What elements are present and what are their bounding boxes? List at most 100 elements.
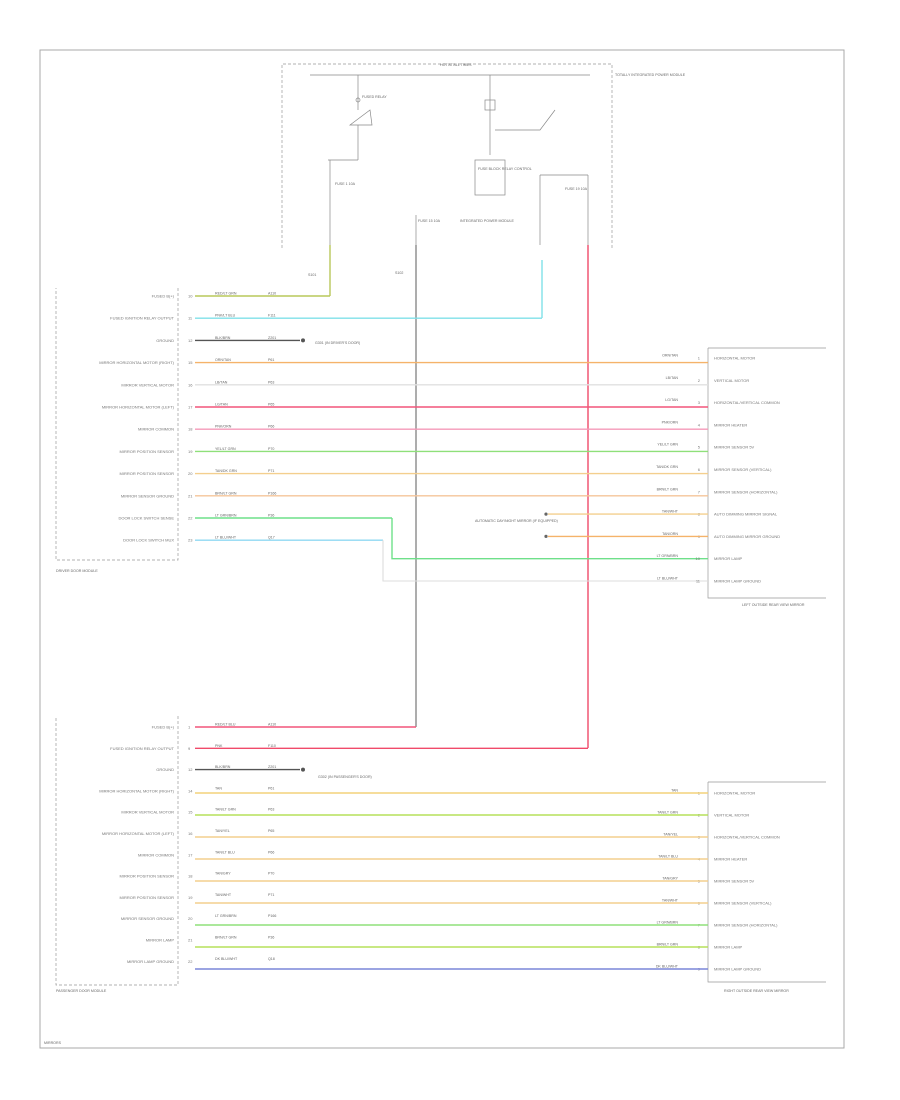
driver-mirror-pin-label: VERTICAL MOTOR	[714, 378, 749, 383]
passenger-wire-circuit: F110	[268, 744, 276, 748]
fuse-box-internals	[328, 75, 589, 245]
passenger-pin-label: MIRROR VERTICAL MOTOR	[121, 810, 174, 815]
passenger-mirror-wire-code: LT GRN/BRN	[657, 921, 679, 925]
passenger-mirror-pin-label: MIRROR SENSOR 5V	[714, 879, 755, 884]
driver-mirror-pin-label: AUTO DIMMING MIRROR SIGNAL	[714, 512, 778, 517]
driver-mirror-wire-code: TAN/WHT	[662, 510, 679, 514]
passenger-wire-circuit: P71	[268, 893, 274, 897]
driver-pin-label: MIRROR HORIZONTAL MOTOR (LEFT)	[102, 405, 175, 410]
driver-mirror-pin-label: AUTO DIMMING MIRROR GROUND	[714, 534, 780, 539]
driver-wire-lamp-ground	[382, 540, 708, 582]
driver-mirror-pin-number: 10	[696, 556, 701, 561]
passenger-pin-label: MIRROR COMMON	[138, 852, 174, 857]
driver-wire-code: ORN/TAN	[215, 358, 231, 362]
driver-wire-circuit: P65	[268, 403, 274, 407]
driver-pin-label: MIRROR COMMON	[138, 427, 174, 432]
fuse-box-module-label: FUSE BLOCK RELAY CONTROL	[478, 167, 532, 171]
passenger-pin-label: FUSED IGNITION RELAY OUTPUT	[110, 746, 174, 751]
driver-mirror-pin-label: HORIZONTAL/VERTICAL COMMON	[714, 400, 780, 405]
passenger-mirror-wire-code: TAN/WHT	[662, 899, 679, 903]
driver-wire-code: LG/TAN	[215, 403, 228, 407]
driver-mirror-pin-number: 11	[696, 579, 701, 584]
connector-icon	[544, 512, 548, 516]
driver-mirror-wire-code: BRN/LT GRN	[657, 487, 679, 491]
driver-wire-code: BLK/BRN	[215, 336, 231, 340]
driver-mirror-wire-code: ORN/TAN	[662, 354, 678, 358]
passenger-mirror-pin-label: MIRROR SENSOR (HORIZONTAL)	[714, 923, 778, 928]
driver-wire-circuit: P166	[268, 491, 276, 495]
passenger-mirror-wire-code: TAN/YEL	[663, 833, 678, 837]
passenger-pin-number: 19	[188, 895, 193, 900]
driver-wire-code: LB/TAN	[215, 380, 228, 384]
driver-mirror-wire-code: TAN/DK GRN	[656, 465, 678, 469]
passenger-mirror-wire-code: TAN	[671, 789, 678, 793]
driver-wire-circuit: P63	[268, 380, 274, 384]
passenger-pin-number: 20	[188, 916, 193, 921]
driver-wire-code: YEL/LT GRN	[215, 447, 236, 451]
driver-wire-code: BRN/LT GRN	[215, 491, 237, 495]
driver-pin-label: FUSED IGNITION RELAY OUTPUT	[110, 316, 174, 321]
driver-pin-number: 19	[188, 449, 193, 454]
relay-label: FUSED RELAY	[362, 95, 387, 99]
driver-wire-circuit: P36	[268, 514, 274, 518]
passenger-wire-code: TAN/GRY	[215, 872, 231, 876]
driver-mirror-pin-number: 5	[698, 445, 701, 450]
passenger-mirror-wire-code: DK BLU/WHT	[656, 965, 679, 969]
driver-module-name: DRIVER DOOR MODULE	[56, 569, 98, 573]
passenger-wire-code: BRN/LT GRN	[215, 936, 237, 940]
fuse-box-label: TOTALLY INTEGRATED POWER MODULE	[615, 73, 686, 77]
driver-mirror-pin-number: 4	[698, 422, 701, 427]
passenger-wire-code: RED/LT BLU	[215, 723, 236, 727]
passenger-mirror-pin-label: MIRROR LAMP GROUND	[714, 967, 761, 972]
passenger-wire-code: TAN/YEL	[215, 829, 230, 833]
driver-module-box	[55, 288, 179, 561]
passenger-mirror-wire-code: BRN/LT GRN	[657, 943, 679, 947]
driver-wire-code: LT BLU/WHT	[215, 536, 237, 540]
passenger-mirror-name: RIGHT OUTSIDE REAR VIEW MIRROR	[724, 989, 789, 993]
driver-mirror-pin-number: 2	[698, 378, 701, 383]
passenger-pin-number: 22	[188, 959, 193, 964]
driver-pin-label: MIRROR HORIZONTAL MOTOR (RIGHT)	[99, 360, 174, 365]
driver-pin-number: 23	[188, 538, 193, 543]
driver-mirror-pin-number: 1	[698, 356, 701, 361]
passenger-wire-code: TAN/LT BLU	[215, 850, 235, 854]
driver-mirror-wire-code: YEL/LT GRN	[657, 443, 678, 447]
passenger-pin-label: MIRROR POSITION SENSOR	[120, 874, 175, 879]
ground-label-driver: G301 (IN DRIVER'S DOOR)	[315, 341, 360, 345]
passenger-mirror-pin-label: MIRROR SENSOR (VERTICAL)	[714, 901, 772, 906]
passenger-pin-number: 12	[188, 767, 193, 772]
driver-mirror-pin-number: 6	[698, 467, 701, 472]
driver-mirror-name: LEFT OUTSIDE REAR VIEW MIRROR	[742, 603, 805, 607]
driver-pin-number: 20	[188, 471, 193, 476]
driver-wire-lamp	[391, 518, 708, 560]
passenger-pin-label: MIRROR LAMP	[146, 938, 175, 943]
passenger-wire-circuit: P70	[268, 872, 274, 876]
passenger-wire-code: TAN	[215, 786, 222, 790]
ground-label-passenger: G302 (IN PASSENGER'S DOOR)	[318, 775, 372, 779]
driver-wire-circuit: P61	[268, 358, 274, 362]
driver-wire-code: RED/LT GRN	[215, 292, 237, 296]
driver-wire-code: PNK/ORN	[215, 425, 232, 429]
driver-pin-number: 17	[188, 405, 193, 410]
passenger-pin-number: 16	[188, 831, 193, 836]
driver-pin-number: 11	[188, 316, 193, 321]
passenger-mirror-pin-label: MIRROR HEATER	[714, 857, 747, 862]
passenger-mirror-pin-label: HORIZONTAL/VERTICAL COMMON	[714, 835, 780, 840]
passenger-pin-number: 21	[188, 938, 193, 943]
passenger-mirror-pin-label: MIRROR LAMP	[714, 945, 743, 950]
splice-1-label: S101	[308, 273, 316, 277]
driver-pin-label: MIRROR POSITION SENSOR	[120, 449, 175, 454]
passenger-pin-number: 18	[188, 874, 193, 879]
driver-mirror-pin-label: MIRROR SENSOR (HORIZONTAL)	[714, 489, 778, 494]
driver-mirror-wire-code: LT GRN/BRN	[657, 554, 679, 558]
passenger-wire-circuit: P166	[268, 914, 276, 918]
driver-mirror-pin-number: 3	[698, 400, 701, 405]
auto-dim-note: AUTOMATIC DAY/NIGHT MIRROR (IF EQUIPPED)	[475, 519, 558, 523]
passenger-mirror-box	[707, 781, 826, 983]
ground-icon	[301, 338, 305, 343]
driver-pin-label: MIRROR VERTICAL MOTOR	[121, 382, 174, 387]
driver-pin-label: FUSED B(+)	[152, 294, 175, 299]
